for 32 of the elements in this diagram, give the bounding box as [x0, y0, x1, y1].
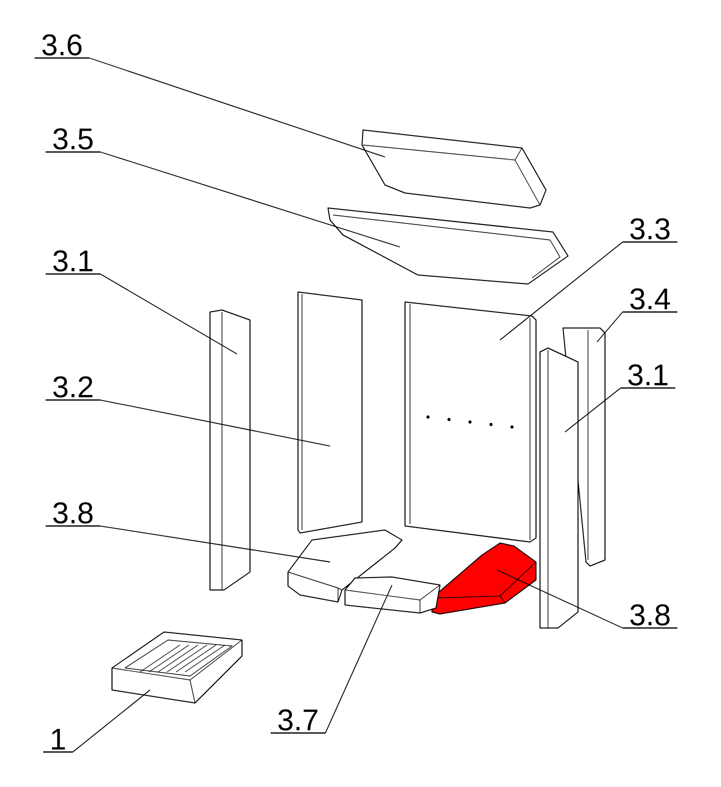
leader-line — [564, 388, 622, 432]
part-drawing — [112, 632, 242, 704]
leader-line — [100, 274, 238, 354]
callout-number: 3.1 — [46, 250, 100, 275]
callout-number: 3.8 — [622, 604, 678, 629]
part-drawing — [288, 530, 402, 602]
callout-number: 3.6 — [34, 34, 90, 59]
leader-line — [72, 690, 150, 752]
callout-number: 3.8 — [46, 502, 100, 527]
part-drawing — [362, 130, 546, 208]
callout-number: 3.4 — [622, 288, 678, 313]
leader-line — [100, 526, 330, 562]
part-drawing — [540, 348, 578, 628]
callout-number: 3.1 — [620, 364, 676, 389]
part-drawing — [210, 310, 250, 590]
callout-number: 1 — [43, 728, 73, 753]
part-drawing — [344, 576, 440, 614]
leader-line — [88, 58, 386, 158]
part-drawing — [404, 302, 536, 542]
leader-line — [100, 152, 400, 248]
callout-number: 3.7 — [270, 709, 326, 734]
leader-line — [324, 584, 392, 734]
leader-line — [596, 312, 624, 342]
callout-number: 3.5 — [46, 128, 100, 153]
leader-line — [500, 242, 624, 340]
part-drawing — [432, 542, 536, 614]
leader-line — [100, 400, 330, 446]
part-drawing — [328, 208, 568, 284]
part-drawing — [298, 292, 362, 534]
callout-number: 3.3 — [622, 218, 678, 243]
leader-line — [496, 570, 624, 628]
callout-number: 3.2 — [46, 376, 100, 401]
